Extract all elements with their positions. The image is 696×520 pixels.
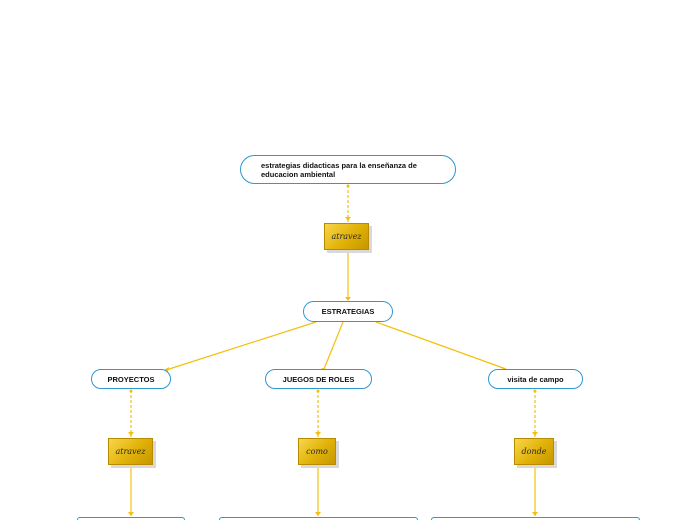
linker-label: donde bbox=[521, 447, 547, 456]
bottom-node-2[interactable] bbox=[219, 517, 418, 520]
connector-dot bbox=[316, 389, 320, 393]
bottom-node-1[interactable] bbox=[77, 517, 185, 520]
linker-atravez[interactable]: atravez bbox=[108, 438, 153, 465]
branch-label: PROYECTOS bbox=[107, 374, 155, 384]
linker-label: atravez bbox=[331, 232, 362, 241]
connector-strategies-proyectos bbox=[165, 321, 317, 371]
strategies-node[interactable]: ESTRATEGIAS bbox=[303, 301, 393, 322]
connector-strategies-visita bbox=[375, 321, 507, 370]
connector-dot bbox=[346, 184, 350, 188]
arrow-head bbox=[345, 297, 351, 301]
branch-node-juegos-de-roles[interactable]: JUEGOS DE ROLES bbox=[265, 369, 372, 389]
root-topic-node[interactable]: estrategias didacticas para la enseñanza… bbox=[240, 155, 456, 184]
arrow-head bbox=[128, 512, 134, 516]
branch-label: visita de campo bbox=[507, 374, 564, 384]
connector-strategies-juegos bbox=[323, 321, 344, 370]
arrow-head bbox=[532, 432, 538, 436]
linker-atravez-root[interactable]: atravez bbox=[324, 223, 369, 250]
linker-label: atravez bbox=[115, 447, 146, 456]
linker-como[interactable]: como bbox=[298, 438, 336, 465]
arrow-head bbox=[532, 512, 538, 516]
branch-label: JUEGOS DE ROLES bbox=[282, 374, 355, 384]
linker-donde[interactable]: donde bbox=[514, 438, 554, 465]
connector-dot bbox=[533, 389, 537, 393]
arrow-head bbox=[315, 512, 321, 516]
branch-node-visita-de-campo[interactable]: visita de campo bbox=[488, 369, 583, 389]
strategies-label: ESTRATEGIAS bbox=[321, 307, 375, 316]
arrow-head bbox=[345, 217, 351, 221]
bottom-node-3[interactable] bbox=[431, 517, 640, 520]
root-topic-label: estrategias didacticas para la enseñanza… bbox=[261, 160, 417, 179]
linker-label: como bbox=[306, 447, 328, 456]
arrow-head bbox=[315, 432, 321, 436]
arrow-head bbox=[128, 432, 134, 436]
branch-node-proyectos[interactable]: PROYECTOS bbox=[91, 369, 171, 389]
connector-dot bbox=[129, 389, 133, 393]
